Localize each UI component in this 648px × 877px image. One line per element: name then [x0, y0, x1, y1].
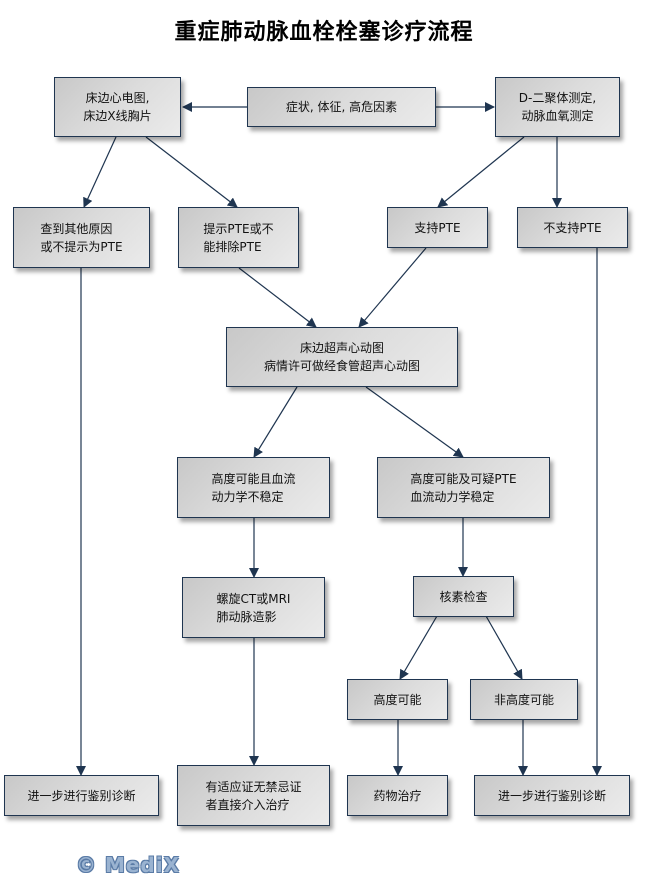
node-not-support-pte: 不支持PTE [517, 207, 628, 248]
medix-logo: © MediX [76, 853, 181, 877]
node-label: 床边心电图, 床边X线胸片 [83, 91, 152, 123]
node-high-unstable: 高度可能且血流 动力学不稳定 [177, 457, 330, 518]
node-label: 螺旋CT或MRI 肺动脉造影 [216, 591, 291, 624]
node-drug-therapy: 药物治疗 [347, 775, 448, 816]
node-echo: 床边超声心动图 病情许可做经食管超声心动图 [226, 327, 458, 387]
node-label: 支持PTE [414, 220, 461, 235]
edge-nuclear-to-nonhighprob [485, 615, 523, 680]
node-ddimer-abg: D-二聚体测定, 动脉血氧测定 [495, 77, 620, 137]
node-label: 非高度可能 [493, 692, 554, 707]
node-label: 高度可能且血流 动力学不稳定 [211, 471, 296, 504]
node-label: 进一步进行鉴别诊断 [497, 788, 606, 803]
node-nuclear: 核素检查 [413, 576, 514, 617]
node-label: 有适应证无禁忌证 者直接介入治疗 [205, 779, 302, 812]
edge-echo-to-highstable [365, 386, 464, 458]
node-other-cause: 查到其他原因 或不提示为PTE [13, 207, 150, 268]
node-label: 核素检查 [439, 589, 488, 604]
node-label: 症状, 体征, 高危因素 [285, 100, 398, 114]
node-intervention: 有适应证无禁忌证 者直接介入治疗 [177, 765, 330, 826]
node-label: 床边超声心动图 病情许可做经食管超声心动图 [263, 341, 420, 373]
page-title: 重症肺动脉血栓栓塞诊疗流程 [174, 20, 474, 45]
node-label: 药物治疗 [373, 788, 422, 803]
node-diff-dx-right: 进一步进行鉴别诊断 [474, 775, 630, 816]
node-ct-mri: 螺旋CT或MRI 肺动脉造影 [182, 577, 325, 638]
node-label: 高度可能及可疑PTE 血流动力学稳定 [410, 471, 517, 504]
edge-suggestpte-to-echo [238, 267, 317, 328]
node-label: 进一步进行鉴别诊断 [27, 788, 136, 803]
edge-echo-to-highunstable [253, 386, 298, 458]
edge-supportpte-to-echo [358, 247, 427, 328]
node-label: 高度可能 [373, 692, 422, 707]
edge-ecg-to-suggestpte [145, 136, 238, 208]
node-label: 提示PTE或不 能排除PTE [203, 221, 274, 254]
node-non-high-prob: 非高度可能 [470, 679, 578, 720]
node-symptoms: 症状, 体征, 高危因素 [247, 87, 436, 127]
node-label: 不支持PTE [543, 220, 602, 235]
edge-nuclear-to-highprob [399, 615, 438, 680]
node-label: D-二聚体测定, 动脉血氧测定 [518, 91, 597, 123]
node-support-pte: 支持PTE [387, 207, 488, 248]
node-high-prob: 高度可能 [347, 679, 448, 720]
edge-ddimer-to-supportpte [437, 136, 525, 208]
node-high-stable: 高度可能及可疑PTE 血流动力学稳定 [377, 457, 550, 518]
node-label: 查到其他原因 或不提示为PTE [40, 221, 123, 254]
node-diff-dx-left: 进一步进行鉴别诊断 [4, 775, 159, 816]
node-suggest-pte: 提示PTE或不 能排除PTE [178, 207, 299, 268]
node-bedside-ecg-xray: 床边心电图, 床边X线胸片 [54, 77, 181, 137]
edge-ecg-to-othercause [83, 136, 117, 208]
